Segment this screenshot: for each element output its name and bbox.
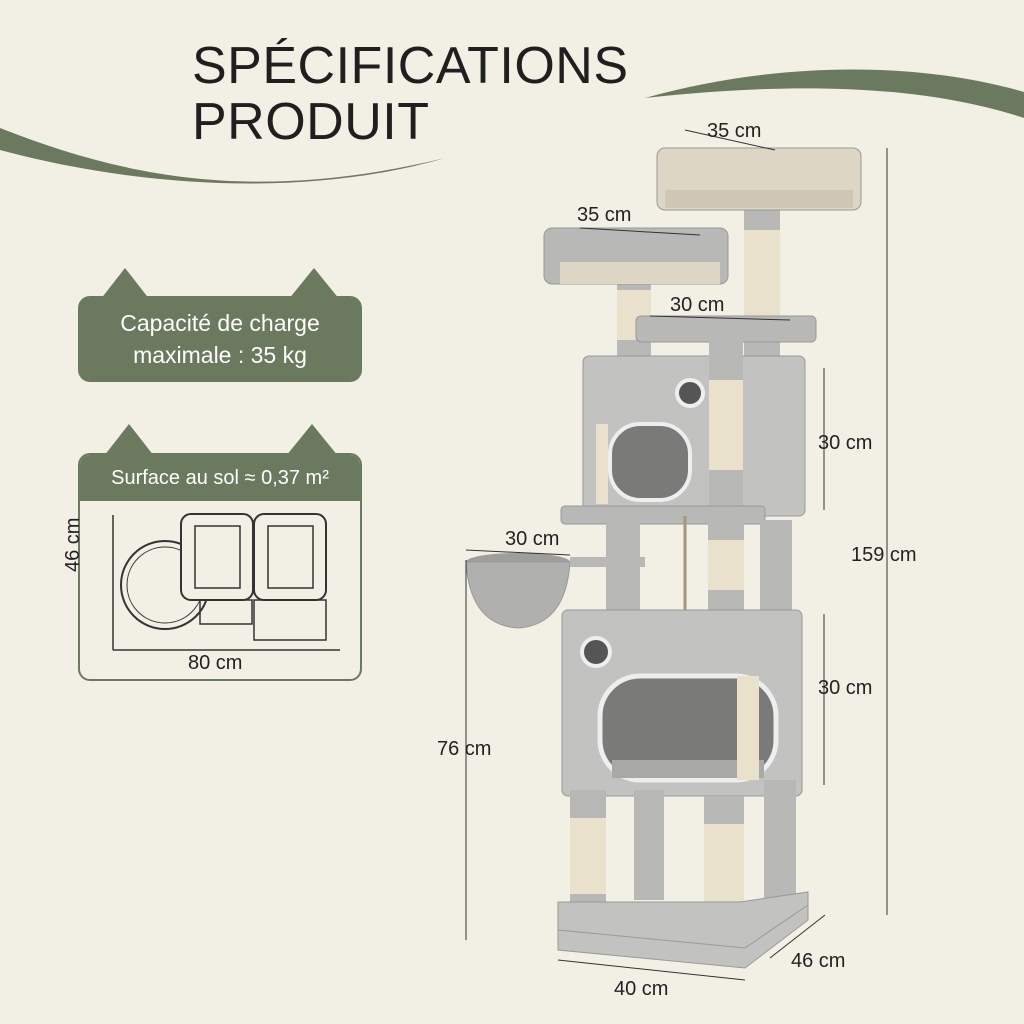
page-title: SPÉCIFICATIONS PRODUIT	[192, 38, 629, 150]
cat-ear-left-2	[104, 424, 154, 456]
left-platform-width: 35 cm	[577, 204, 632, 226]
base-depth: 46 cm	[791, 950, 846, 972]
base-width: 40 cm	[614, 978, 669, 1000]
cat-ear-right-2	[286, 424, 338, 456]
load-capacity-badge: Capacité de charge maximale : 35 kg	[78, 296, 362, 382]
cat-ear-left	[100, 268, 150, 300]
basket-height: 76 cm	[437, 738, 492, 760]
load-line-1: Capacité de charge	[120, 310, 320, 336]
footprint-base	[199, 599, 253, 625]
cat-ear-right	[288, 268, 340, 300]
lower-condo-height: 30 cm	[818, 677, 873, 699]
right-swoosh	[645, 69, 1024, 118]
load-line-2: maximale : 35 kg	[133, 342, 307, 368]
title-line-2: PRODUIT	[192, 93, 430, 151]
upper-condo-height: 30 cm	[818, 432, 873, 454]
left-swoosh	[0, 128, 445, 184]
title-line-1: SPÉCIFICATIONS	[192, 37, 629, 95]
total-height: 159 cm	[851, 544, 917, 566]
top-platform-width: 35 cm	[707, 120, 762, 142]
basket-width: 30 cm	[505, 528, 560, 550]
surface-label: Surface au sol ≈ 0,37 m²	[80, 455, 360, 501]
base	[557, 891, 809, 969]
middle-platform-width: 30 cm	[670, 294, 725, 316]
footprint-width-label: 80 cm	[188, 652, 243, 674]
